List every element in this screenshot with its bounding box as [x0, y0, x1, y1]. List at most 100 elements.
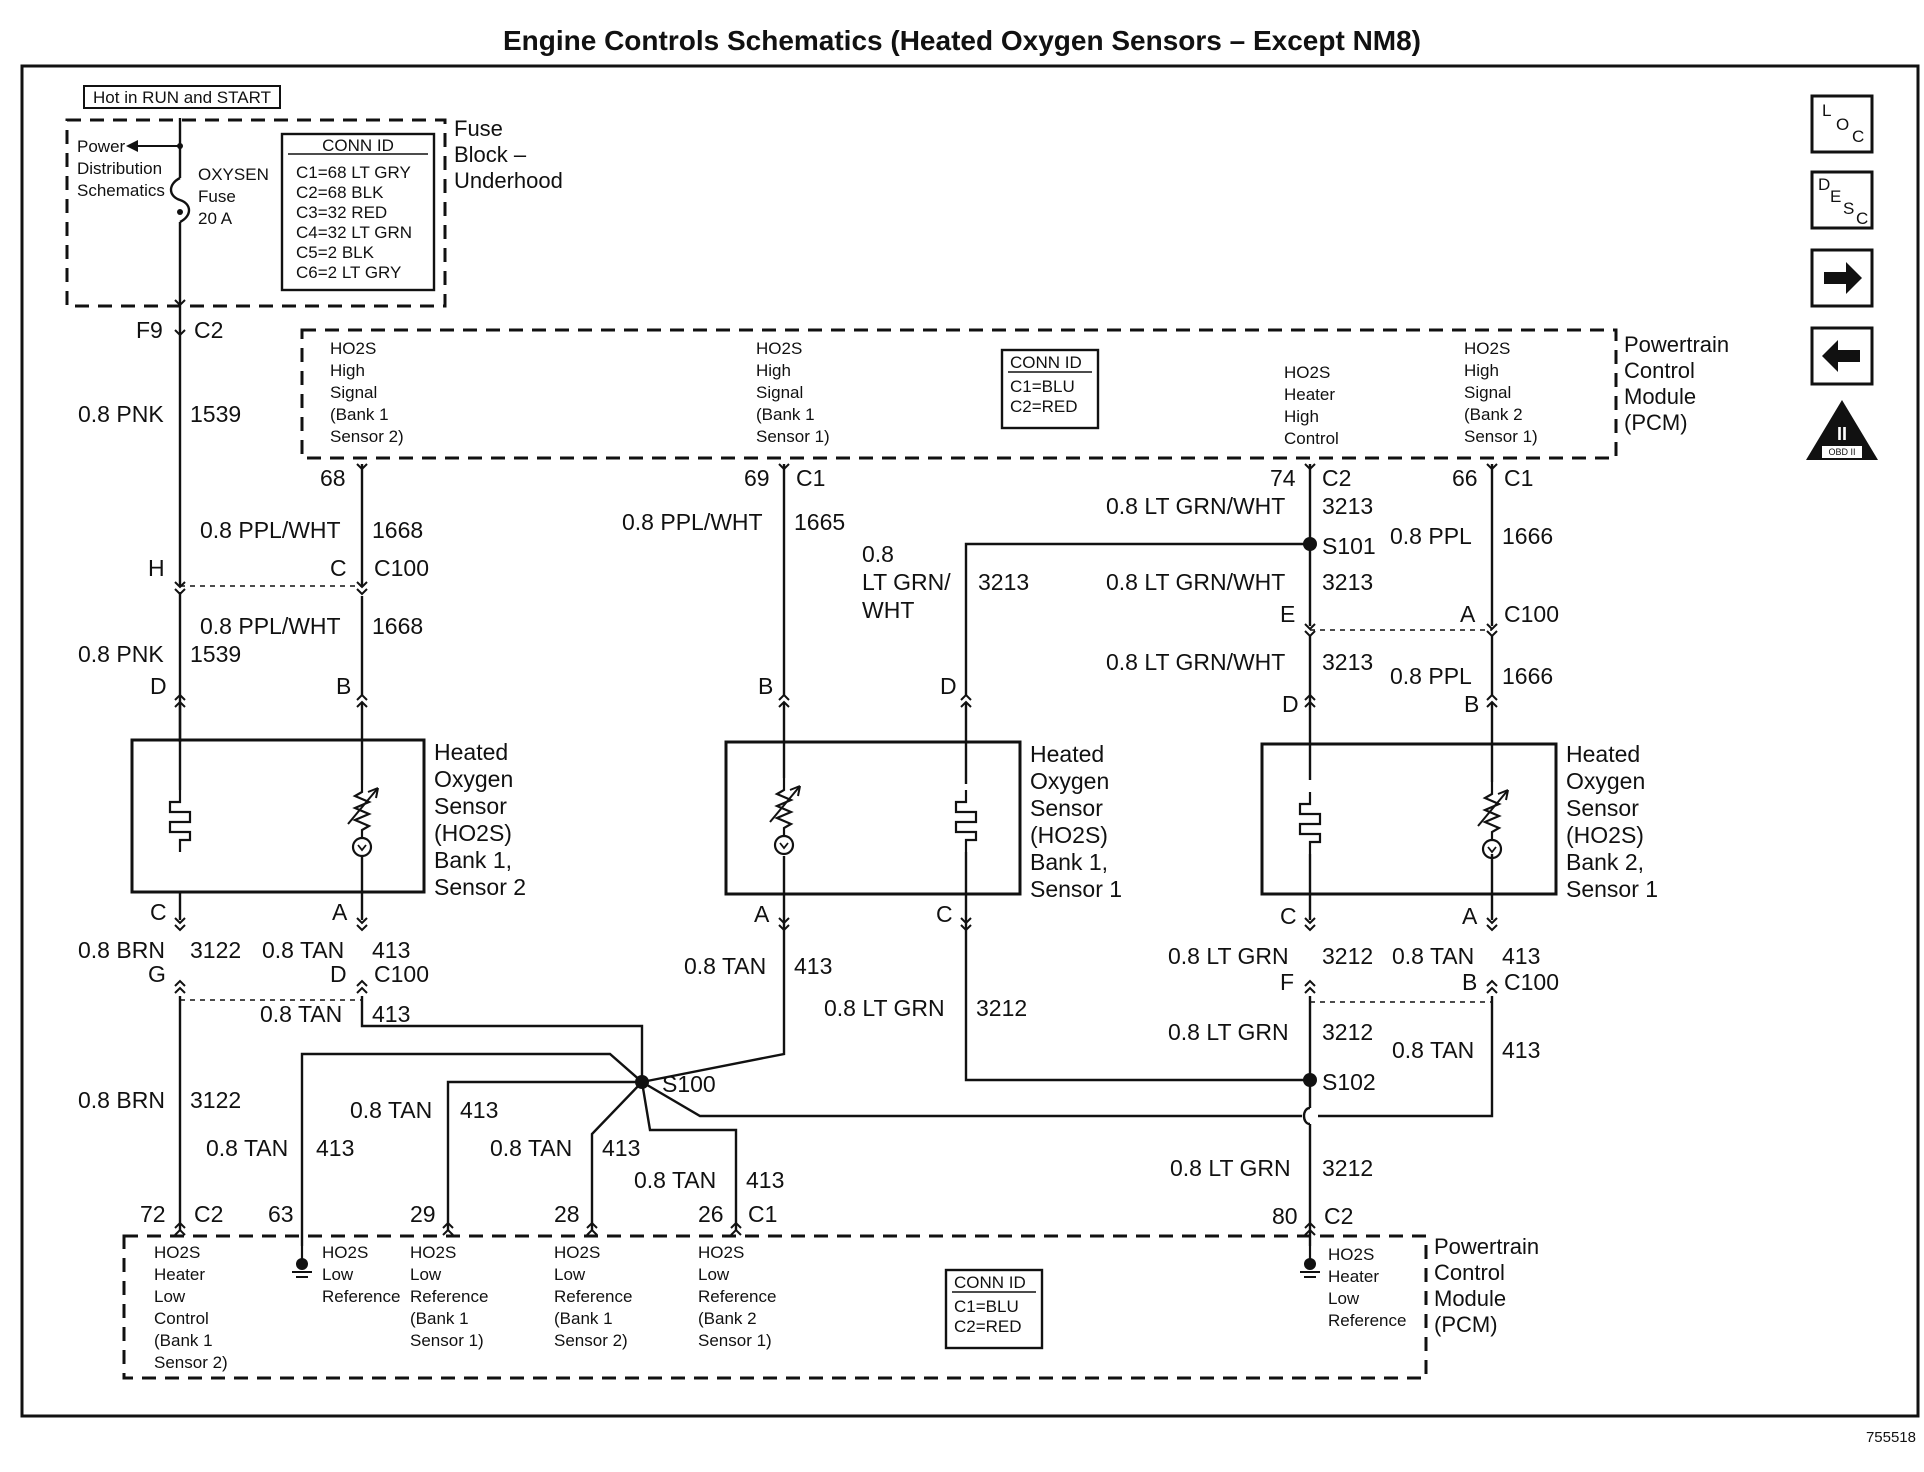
- svg-text:CONN ID: CONN ID: [322, 136, 394, 155]
- sensor-bank2-sensor1: Heated Oxygen Sensor (HO2S) Bank 2, Sens…: [1260, 741, 1658, 902]
- loc-icon[interactable]: L O C: [1810, 94, 1874, 154]
- svg-text:Control: Control: [1624, 358, 1695, 383]
- wire-label-ltgrn-wht-3: 0.8 LT GRN/WHT: [1106, 649, 1285, 675]
- svg-text:OBD II: OBD II: [1828, 447, 1855, 457]
- svg-text:Bank 1,: Bank 1,: [434, 847, 512, 873]
- svg-text:Heater: Heater: [1284, 385, 1335, 404]
- pcm-top-outline: [300, 328, 1618, 460]
- svg-text:Sensor 2: Sensor 2: [434, 874, 526, 900]
- wire-label-ltgrn-wht-stack: 0.8: [862, 541, 894, 567]
- wire-3212-ltgrn-b1s1[interactable]: [964, 852, 1310, 1082]
- svg-text:Module: Module: [1624, 384, 1696, 409]
- sensor-bank1-sensor2: Heated Oxygen Sensor (HO2S) Bank 1, Sens…: [130, 738, 526, 900]
- svg-text:3213: 3213: [978, 569, 1029, 595]
- pcm-label-ho2s-low-reference-b1s1: HO2S Low Reference (Bank 1 Sensor 1): [410, 1243, 488, 1350]
- svg-text:Low: Low: [554, 1265, 586, 1284]
- svg-text:Sensor 1): Sensor 1): [756, 427, 830, 446]
- svg-text:3213: 3213: [1322, 493, 1373, 519]
- svg-text:HO2S: HO2S: [1284, 363, 1330, 382]
- svg-text:O: O: [1836, 115, 1849, 134]
- svg-text:L: L: [1822, 101, 1831, 120]
- wire-label-ppl-wht-1: 0.8 PPL/WHT: [200, 517, 341, 543]
- sensor-bank1-sensor1: Heated Oxygen Sensor (HO2S) Bank 1, Sens…: [724, 740, 1122, 902]
- splice-s102-label: S102: [1322, 1069, 1376, 1095]
- svg-text:413: 413: [372, 937, 410, 963]
- svg-text:CONN ID: CONN ID: [954, 1273, 1026, 1292]
- pcm-pin-63: 63: [268, 1201, 294, 1227]
- pcm-label-ho2s-low-reference-b2s1: HO2S Low Reference (Bank 2 Sensor 1): [698, 1243, 776, 1350]
- wire-413-tan-b1s2[interactable]: [360, 856, 644, 1082]
- svg-text:HO2S: HO2S: [1328, 1245, 1374, 1264]
- svg-text:S: S: [1843, 199, 1854, 218]
- svg-text:1668: 1668: [372, 613, 423, 639]
- svg-text:D: D: [940, 673, 957, 699]
- svg-text:HO2S: HO2S: [322, 1243, 368, 1262]
- svg-text:Sensor: Sensor: [1566, 795, 1639, 821]
- svg-text:C4=32 LT GRN: C4=32 LT GRN: [296, 223, 412, 242]
- wire-label-tan-3: 0.8 TAN: [350, 1097, 432, 1123]
- wire-label-brn-1: 0.8 BRN: [78, 937, 165, 963]
- svg-text:Block –: Block –: [454, 142, 527, 167]
- svg-text:413: 413: [794, 953, 832, 979]
- svg-text:(HO2S): (HO2S): [1030, 822, 1108, 848]
- svg-text:Signal: Signal: [330, 383, 377, 402]
- figure-id: 755518: [1866, 1429, 1916, 1446]
- pcm-bottom-name: Powertrain: [1434, 1234, 1539, 1259]
- svg-text:Low: Low: [410, 1265, 442, 1284]
- svg-text:413: 413: [746, 1167, 784, 1193]
- svg-text:B: B: [1464, 691, 1479, 717]
- desc-icon[interactable]: D E S C: [1810, 170, 1874, 230]
- svg-text:(Bank 1: (Bank 1: [330, 405, 389, 424]
- svg-text:D: D: [150, 673, 167, 699]
- arrow-left-icon[interactable]: [1810, 326, 1874, 386]
- svg-text:C1=BLU: C1=BLU: [954, 1297, 1019, 1316]
- svg-text:Sensor 1): Sensor 1): [698, 1331, 772, 1350]
- wire-label-ltgrn-wht-2: 0.8 LT GRN/WHT: [1106, 569, 1285, 595]
- svg-text:II: II: [1837, 424, 1847, 444]
- pcm-top-conn-id-table: CONN ID C1=BLU C2=RED: [1000, 348, 1100, 430]
- svg-text:Sensor 2): Sensor 2): [554, 1331, 628, 1350]
- pcm-label-ho2s-high-signal-b1s2: HO2S High Signal (Bank 1 Sensor 2): [330, 339, 404, 446]
- pcm-top-name: Powertrain: [1624, 332, 1729, 357]
- svg-text:Oxygen: Oxygen: [1030, 768, 1109, 794]
- arrow-right-icon[interactable]: [1810, 248, 1874, 308]
- wire-label-tan-b2s1-1: 0.8 TAN: [1392, 943, 1474, 969]
- wire-label-ltgrn-3: 0.8 LT GRN: [1170, 1155, 1291, 1181]
- power-distribution-ref[interactable]: Power: [77, 137, 126, 156]
- svg-text:1666: 1666: [1502, 663, 1553, 689]
- svg-text:C2=RED: C2=RED: [954, 1317, 1022, 1336]
- diagram-frame: [20, 64, 1920, 1418]
- svg-text:413: 413: [460, 1097, 498, 1123]
- svg-text:Sensor 1): Sensor 1): [1464, 427, 1538, 446]
- svg-text:3122: 3122: [190, 937, 241, 963]
- svg-text:(HO2S): (HO2S): [1566, 822, 1644, 848]
- wire-3212-ltgrn-b2s1[interactable]: [1302, 854, 1312, 1246]
- svg-text:1666: 1666: [1502, 523, 1553, 549]
- svg-text:Heater: Heater: [1328, 1267, 1379, 1286]
- svg-text:Reference: Reference: [410, 1287, 488, 1306]
- svg-text:Control: Control: [1284, 429, 1339, 448]
- pcm-pin-74: 74: [1270, 465, 1296, 491]
- c100-pin-b-bottom: B: [1462, 969, 1477, 995]
- wire-label-ltgrn-wht-1: 0.8 LT GRN/WHT: [1106, 493, 1285, 519]
- splice-s100-label: S100: [662, 1071, 716, 1097]
- svg-text:Oxygen: Oxygen: [434, 766, 513, 792]
- wire-label-brn-2: 0.8 BRN: [78, 1087, 165, 1113]
- svg-text:1539: 1539: [190, 641, 241, 667]
- c100-label-bottom-left: C100: [374, 961, 429, 987]
- fuse-block-conn-id-table: CONN ID C1=68 LT GRY C2=68 BLK C3=32 RED…: [280, 132, 436, 292]
- svg-text:C1=68 LT GRY: C1=68 LT GRY: [296, 163, 411, 182]
- wire-413-tan-pcm-branches[interactable]: [300, 1052, 738, 1246]
- svg-text:Reference: Reference: [1328, 1311, 1406, 1330]
- svg-text:Underhood: Underhood: [454, 168, 563, 193]
- wire-413-tan-b2s1[interactable]: [641, 854, 1494, 1118]
- wire-label-tan-4: 0.8 TAN: [206, 1135, 288, 1161]
- svg-text:Low: Low: [698, 1265, 730, 1284]
- svg-text:C2=RED: C2=RED: [1010, 397, 1078, 416]
- svg-text:Schematics: Schematics: [77, 181, 165, 200]
- obd-ii-icon[interactable]: II OBD II: [1806, 400, 1878, 460]
- svg-text:High: High: [1284, 407, 1319, 426]
- svg-text:(Bank 1: (Bank 1: [756, 405, 815, 424]
- pcm-bottom-outline: [122, 1234, 1428, 1380]
